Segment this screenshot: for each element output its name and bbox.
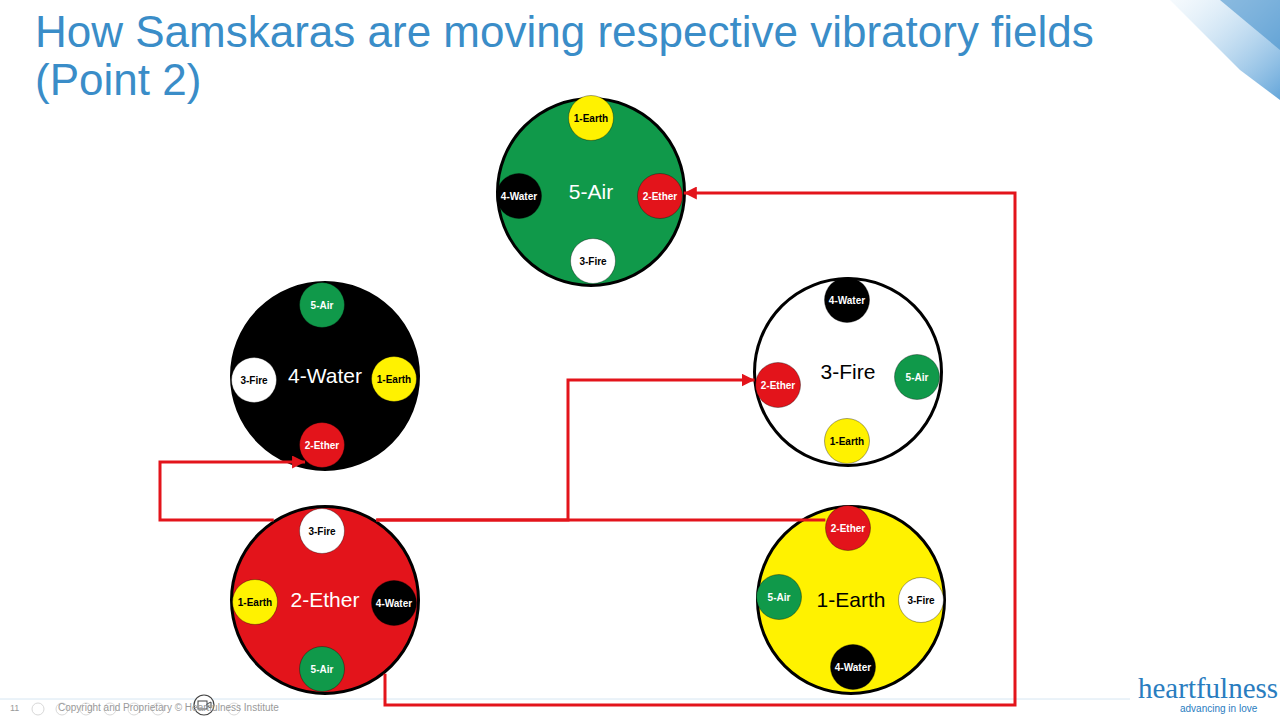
element-tag: 2-Ether <box>761 380 795 391</box>
element-circle: 3-Fire 4-Water 2-Ether 5-Air 1-Earth <box>753 277 943 467</box>
element-name: 5-Air <box>569 180 613 204</box>
element-tag: 5-Air <box>906 372 929 383</box>
element-dot: 1-Earth <box>823 417 871 465</box>
copyright-note: Copyright and Proprietary © Heartfulness… <box>58 702 279 713</box>
element-tag: 5-Air <box>768 592 791 603</box>
element-circle: 2-Ether 3-Fire 1-Earth 4-Water 5-Air <box>230 505 420 695</box>
element-tag: 4-Water <box>835 662 871 673</box>
element-dot: 2-Ether <box>298 421 346 469</box>
element-tag: 2-Ether <box>643 191 677 202</box>
element-dot: 3-Fire <box>569 237 617 285</box>
element-name: 2-Ether <box>291 588 360 612</box>
element-tag: 5-Air <box>311 300 334 311</box>
element-dot: 2-Ether <box>824 504 872 552</box>
element-name: 4-Water <box>288 364 362 388</box>
element-tag: 3-Fire <box>907 595 934 606</box>
element-tag: 3-Fire <box>308 526 335 537</box>
element-dot: 5-Air <box>893 353 941 401</box>
footer-rule <box>0 699 1130 700</box>
element-tag: 1-Earth <box>830 436 864 447</box>
element-tag: 4-Water <box>829 295 865 306</box>
element-tag: 1-Earth <box>238 597 272 608</box>
element-dot: 1-Earth <box>567 94 615 142</box>
element-circle: 1-Earth 2-Ether 5-Air 3-Fire 4-Water <box>756 505 946 695</box>
element-tag: 2-Ether <box>305 440 339 451</box>
logo-tagline: advancing in love <box>1180 703 1257 714</box>
element-circle: 4-Water 5-Air 3-Fire 1-Earth 2-Ether <box>230 281 420 471</box>
element-tag: 4-Water <box>501 191 537 202</box>
element-dot: 4-Water <box>370 579 418 627</box>
element-tag: 3-Fire <box>240 375 267 386</box>
element-tag: 2-Ether <box>831 523 865 534</box>
element-dot: 3-Fire <box>298 507 346 555</box>
element-name: 1-Earth <box>817 588 886 612</box>
element-dot: 2-Ether <box>636 172 684 220</box>
slide-number: 11 <box>10 703 19 713</box>
slide-title: How Samskaras are moving respective vibr… <box>35 8 1095 103</box>
element-tag: 1-Earth <box>377 374 411 385</box>
element-tag: 5-Air <box>311 664 334 675</box>
element-dot: 4-Water <box>829 643 877 691</box>
flow-arrow <box>385 193 1015 705</box>
element-dot: 4-Water <box>823 276 871 324</box>
flow-arrow <box>376 380 754 520</box>
element-dot: 5-Air <box>298 281 346 329</box>
element-tag: 1-Earth <box>574 113 608 124</box>
element-dot: 1-Earth <box>231 578 279 626</box>
corner-swoosh <box>1170 0 1280 100</box>
element-name: 3-Fire <box>821 360 876 384</box>
element-tag: 3-Fire <box>579 256 606 267</box>
flow-arrow <box>376 519 825 522</box>
flow-arrow <box>160 462 305 520</box>
element-dot: 3-Fire <box>897 576 945 624</box>
logo-word: heartfulness <box>1138 672 1278 705</box>
element-dot: 3-Fire <box>230 356 278 404</box>
element-tag: 4-Water <box>376 598 412 609</box>
element-dot: 5-Air <box>298 645 346 693</box>
element-dot: 2-Ether <box>754 361 802 409</box>
element-dot: 5-Air <box>755 573 803 621</box>
element-dot: 1-Earth <box>370 355 418 403</box>
corner-swoosh <box>1220 0 1280 50</box>
element-circle: 5-Air 1-Earth 2-Ether 3-Fire 4-Water <box>496 97 686 287</box>
element-dot: 4-Water <box>495 172 543 220</box>
